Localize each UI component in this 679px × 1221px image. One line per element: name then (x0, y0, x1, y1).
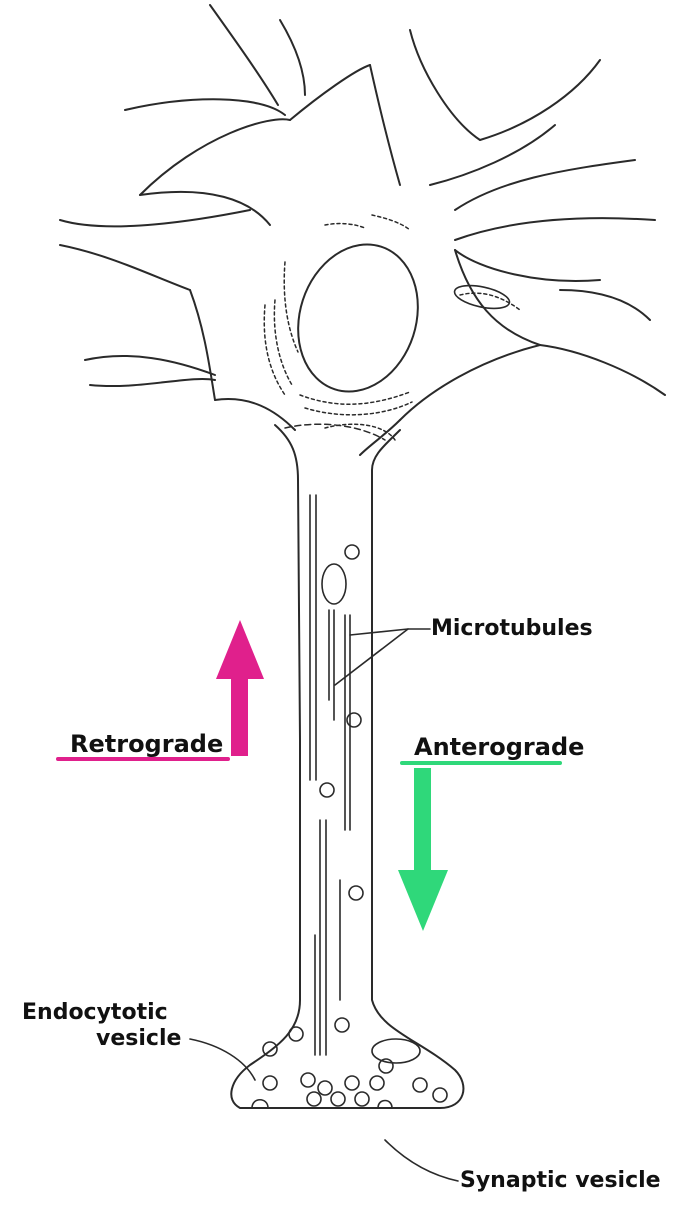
label-endocytotic-line1: Endocytotic (22, 1000, 168, 1025)
label-endocytotic-line2: vesicle (96, 1026, 181, 1051)
microtubules (310, 495, 350, 1055)
nissl-substance (264, 215, 520, 440)
anterograde-arrow (398, 768, 448, 931)
nucleus (280, 229, 437, 408)
label-microtubules: Microtubules (431, 616, 593, 641)
label-synaptic-vesicle: Synaptic vesicle (460, 1168, 661, 1193)
cell-body-outline (60, 5, 665, 455)
axon-outline (231, 424, 463, 1108)
label-retrograde: Retrograde (70, 730, 223, 758)
label-anterograde: Anterograde (414, 733, 584, 761)
